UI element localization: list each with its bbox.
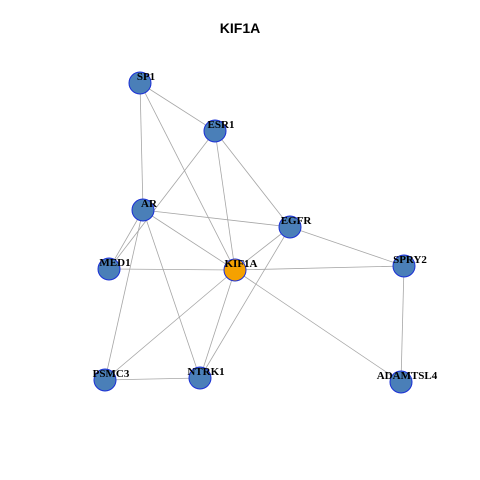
- node-label-egfr: EGFR: [281, 215, 313, 227]
- edge-egfr-spry2: [289, 226, 405, 267]
- edge-sp1-ar: [139, 82, 144, 211]
- edge-spry2-adamtsl4: [400, 265, 405, 383]
- node-psmc3[interactable]: [93, 368, 117, 392]
- edge-esr1-kif1a: [214, 130, 236, 271]
- node-adamtsl4[interactable]: [389, 370, 413, 394]
- node-spry2[interactable]: [392, 254, 416, 278]
- node-sp1[interactable]: [128, 71, 152, 95]
- node-ar[interactable]: [131, 198, 155, 222]
- edge-med1-kif1a: [108, 268, 236, 271]
- edge-egfr-kif1a: [234, 226, 291, 271]
- edge-egfr-ntrk1: [199, 226, 291, 379]
- edge-ar-kif1a: [142, 209, 236, 271]
- edge-ar-psmc3: [104, 209, 144, 381]
- node-egfr[interactable]: [278, 215, 302, 239]
- edge-kif1a-adamtsl4: [234, 269, 402, 383]
- node-label-esr1: ESR1: [208, 119, 235, 131]
- graph-title: KIF1A: [219, 20, 261, 36]
- edge-ar-egfr: [142, 209, 291, 228]
- edge-sp1-kif1a: [139, 82, 236, 271]
- node-label-spry2: SPRY2: [393, 254, 427, 266]
- node-label-sp1: SP1: [137, 71, 155, 83]
- node-esr1[interactable]: [203, 119, 227, 143]
- node-med1[interactable]: [97, 257, 121, 281]
- edge-kif1a-spry2: [234, 265, 405, 271]
- node-label-ntrk1: NTRK1: [187, 366, 224, 378]
- node-kif1a[interactable]: [223, 258, 247, 282]
- node-label-med1: MED1: [99, 257, 130, 269]
- edge-kif1a-psmc3: [104, 269, 236, 381]
- node-label-adamtsl4: ADAMTSL4: [377, 370, 438, 382]
- node-label-ar: AR: [141, 198, 158, 210]
- edge-kif1a-ntrk1: [199, 269, 236, 379]
- edge-esr1-egfr: [214, 130, 291, 228]
- node-label-psmc3: PSMC3: [93, 368, 130, 380]
- node-label-kif1a: KIF1A: [225, 258, 258, 270]
- edge-sp1-esr1: [139, 82, 216, 132]
- edge-layer: [104, 82, 405, 383]
- edge-ar-ntrk1: [142, 209, 201, 379]
- node-ntrk1[interactable]: [188, 366, 212, 390]
- edge-psmc3-ntrk1: [104, 377, 201, 381]
- edge-esr1-med1: [108, 130, 216, 270]
